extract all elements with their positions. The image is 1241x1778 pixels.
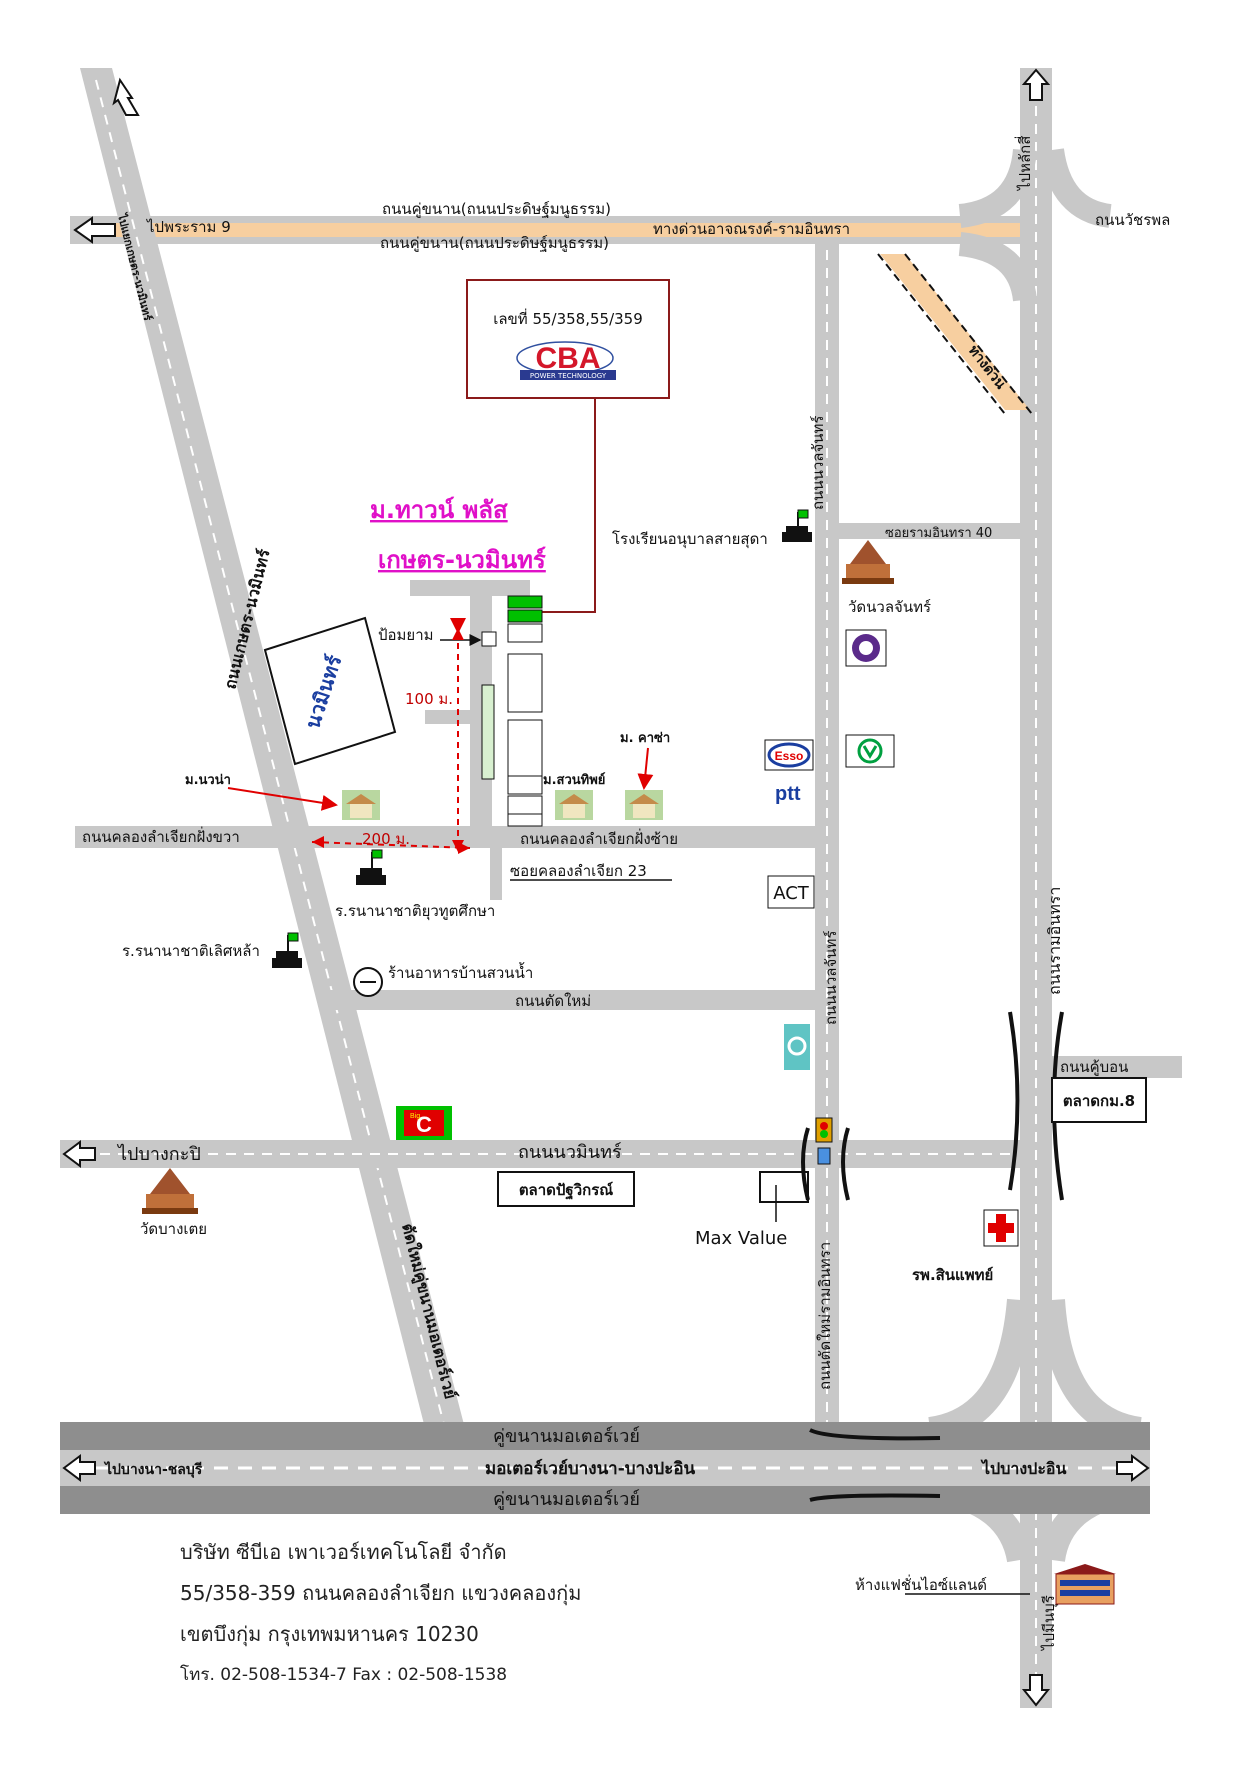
label-nuan-chan-bottom: ถนนนวลจันทร์ (822, 931, 840, 1025)
company-address-number: เลขที่ 55/358,55/359 (493, 308, 643, 328)
label-hospital: รพ.สินแพทย์ (912, 1266, 993, 1284)
school-flag-icon (782, 509, 812, 542)
expressway-band (100, 223, 1050, 237)
footer-contact: โทร. 02-508-1534-7 Fax : 02-508-1538 (180, 1665, 508, 1685)
company-logo-sub: POWER TECHNOLOGY (530, 372, 607, 380)
label-max-value: Max Value (695, 1228, 787, 1249)
footer-district: เขตบึงกุ่ม กรุงเทพมหานคร 10230 (180, 1622, 479, 1646)
village-plots (481, 595, 543, 827)
label-to-bang-kapi: ไปบางกะปิ (116, 1143, 201, 1165)
label-nawamin: ถนนนวมินทร์ (518, 1142, 622, 1163)
village-title-line1: ม.ทาวน์ พลัส (370, 496, 508, 524)
label-distance-100: 100 ม. (405, 690, 453, 708)
label-to-bang-pa-in: ไปบางปะอิน (980, 1459, 1067, 1478)
label-expressway: ทางด่วนอาจณรงค์-รามอินทรา (653, 220, 850, 238)
arrow-left-icon (62, 1454, 96, 1482)
label-school-yuthasuksa: ร.รนานาชาติยุวทูตศึกษา (335, 902, 495, 921)
petronas-icon (784, 1024, 810, 1070)
label-wat-bang-toei: วัดบางเตย (140, 1220, 207, 1238)
label-distance-200: 200 ม. (362, 830, 410, 848)
label-motorway: มอเตอร์เวย์บางนา-บางปะอิน (485, 1458, 696, 1479)
label-klong-left: ถนนคลองลำเจียกฝั่งขวา (82, 826, 240, 846)
label-wat-nuan-chan: วัดนวลจันทร์ (848, 598, 931, 616)
label-khu-bon: ถนนคู้บอน (1060, 1058, 1128, 1076)
svg-text:Big: Big (410, 1113, 420, 1120)
house-icon (555, 790, 593, 820)
footer-company-name: บริษัท ซีบีเอ เพาเวอร์เทคโนโลยี จำกัด (180, 1540, 507, 1564)
label-restaurant: ร้านอาหารบ้านสวนน้ำ (388, 962, 533, 982)
label-to-bangna: ไปบางนา-ชลบุรี (103, 1460, 203, 1478)
arrow-down-icon (1021, 1674, 1051, 1707)
label-ban-suanthip: ม.สวนทิพย์ (543, 772, 605, 788)
label-soi-23: ซอยคลองลำเจียก 23 (510, 862, 647, 880)
svg-text:C: C (416, 1112, 432, 1137)
label-khunan-motorway-bottom: คู่ขนานมอเตอร์เวย์ (493, 1489, 640, 1510)
label-to-rama9: ไปพระราม 9 (146, 218, 231, 236)
svg-text:Esso: Esso (775, 749, 804, 763)
arrow-up-icon (112, 77, 140, 116)
label-school-anuban: โรงเรียนอนุบาลสายสุดา (612, 530, 768, 549)
label-tat-mai-ram-intra: ถนนตัดใหม่รามอินทรา (816, 1242, 834, 1390)
big-c-icon: C Big (396, 1106, 452, 1140)
guard-house-icon (481, 631, 497, 647)
company-box: เลขที่ 55/358,55/359 CBA POWER TECHNOLOG… (466, 279, 670, 613)
school-flag-icon (272, 932, 302, 968)
house-icon (342, 790, 380, 820)
shopping-mall-icon (1054, 1564, 1116, 1605)
arrow-right-icon (1116, 1454, 1150, 1482)
label-ban-kasha: ม. คาซ่า (620, 731, 670, 746)
company-footer: บริษัท ซีบีเอ เพาเวอร์เทคโนโลยี จำกัด 55… (180, 1532, 581, 1696)
village-title-line2: เกษตร-นวมินทร์ (378, 546, 546, 574)
label-talat-patwiwan: ตลาดปัฐวิกรณ์ (519, 1181, 613, 1200)
restaurant-icon (353, 967, 383, 997)
ptt-icon: ptt (775, 783, 801, 805)
hospital-icon (983, 1209, 1019, 1247)
footer-address: 55/358-359 ถนนคลองลำเจียก แขวงคลองกุ่ม (180, 1581, 582, 1605)
label-pom-yam: ป้อมยาม (378, 626, 434, 644)
label-to-lak-si: ไปหลักสี่ (1014, 136, 1034, 191)
label-khunan-top: ถนนคู่ขนาน(ถนนประดิษฐ์มนูธรรม) (382, 200, 611, 218)
label-talat-km8: ตลาดกม.8 (1063, 1092, 1135, 1110)
school-flag-icon (356, 849, 386, 885)
road-network (60, 68, 1182, 1708)
temple-icon (842, 540, 894, 584)
label-watcharaphon: ถนนวัชรพล (1095, 211, 1170, 229)
label-school-lertsla: ร.รนานาชาติเลิศหล้า (122, 942, 260, 960)
label-act: ACT (773, 883, 810, 904)
house-icon (625, 790, 663, 820)
label-nuan-chan-top: ถนนนวลจันทร์ (809, 416, 827, 510)
label-fashion-island: ห้างแฟชั่นไอซ์แลนด์ (855, 1574, 987, 1594)
label-khunan-bottom: ถนนคู่ขนาน(ถนนประดิษฐ์มนูธรรม) (380, 234, 609, 252)
label-ram-intra: ถนนรามอินทรา (1045, 887, 1064, 995)
label-ban-nawana: ม.นวน่า (185, 773, 231, 788)
arrow-up-icon (1021, 68, 1051, 101)
company-logo: CBA (536, 342, 601, 375)
temple-icon (142, 1168, 198, 1214)
scb-bank-icon (845, 629, 887, 667)
label-tat-mai: ถนนตัดใหม่ (515, 992, 591, 1010)
label-khunan-motorway-top: คู่ขนานมอเตอร์เวย์ (493, 1426, 640, 1447)
label-klong-right: ถนนคลองลำเจียกฝั่งซ้าย (520, 828, 678, 848)
arrow-left-icon (73, 216, 116, 244)
arrow-left-icon (62, 1140, 96, 1168)
kbank-icon (845, 734, 895, 768)
road-end-arrows (62, 68, 1150, 1707)
label-soi-ram-intra-40: ซอยรามอินทรา 40 (885, 526, 992, 541)
traffic-light-icon (815, 1117, 833, 1165)
esso-icon: Esso (764, 739, 814, 771)
label-to-min-buri: ไปมีนบุรี (1040, 1595, 1059, 1651)
building-nawamin: นวมินทร์ (263, 616, 397, 766)
